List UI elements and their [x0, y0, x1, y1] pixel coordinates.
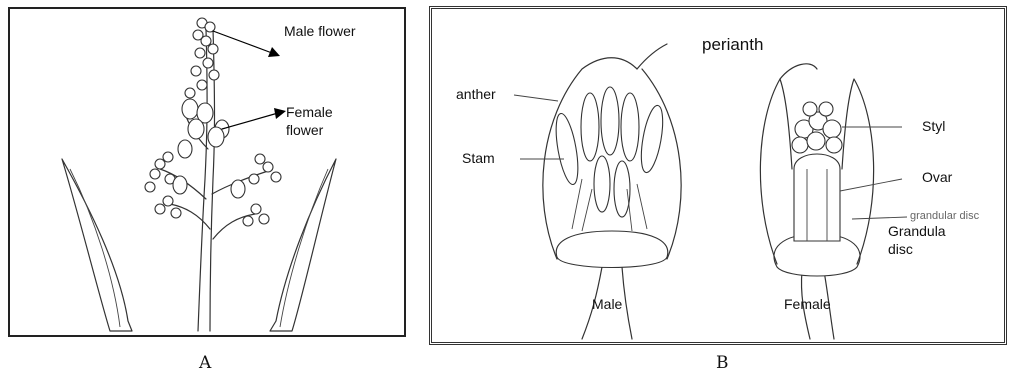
glandular-disc-label-line2: disc: [888, 241, 913, 258]
panel-b-frame: perianth anther Stam Male Female Styl Ov…: [429, 6, 1007, 345]
panel-a-caption: A: [199, 353, 211, 373]
panel-b-caption: B: [716, 353, 729, 373]
female-flower-label-line2: flower: [286, 122, 323, 139]
glandular-disc-label-line1: Grandula: [888, 223, 946, 240]
anther-label: anther: [456, 86, 496, 103]
panel-a-frame: Male flower Female flower: [8, 7, 406, 337]
male-flower-drawing: [514, 44, 681, 339]
female-flower-label-line1: Female: [286, 104, 333, 121]
stamen-label: Stam: [462, 150, 495, 167]
male-flower-label: Male flower: [284, 23, 356, 40]
female-flower-drawing: [760, 64, 907, 339]
male-label: Male: [592, 296, 622, 313]
style-label: Styl: [922, 118, 945, 135]
female-label: Female: [784, 296, 831, 313]
inflorescence-drawing: [10, 9, 408, 339]
ovary-label: Ovar: [922, 169, 952, 186]
perianth-label: perianth: [702, 36, 763, 53]
